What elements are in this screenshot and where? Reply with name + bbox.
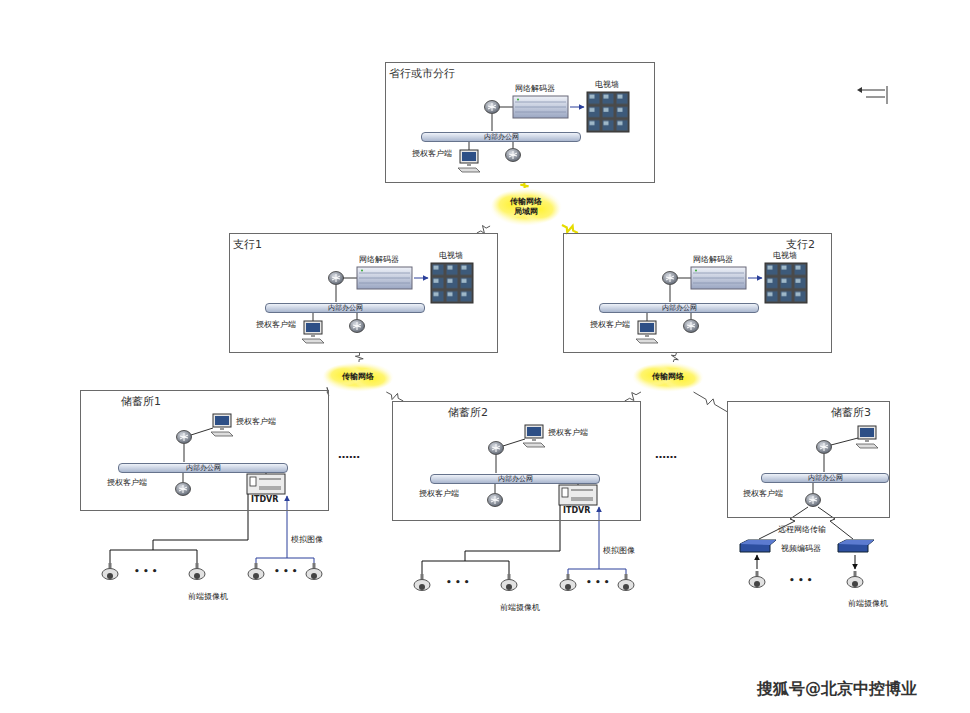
camera-label: 前端摄像机 — [500, 604, 540, 613]
device-label: ITDVR — [251, 496, 278, 505]
network-link — [694, 392, 727, 412]
lan-band: 内部办公网 — [421, 132, 581, 142]
lan-label: 内部办公网 — [328, 304, 363, 312]
region-box: 储蓄所1 内部办公网 — [80, 390, 329, 511]
client-label: 授权客户端 — [236, 418, 276, 427]
region-box: 储蓄所2 内部办公网 — [392, 401, 641, 521]
camera-label: 前端摄像机 — [848, 600, 888, 609]
lan-label: 内部办公网 — [484, 133, 519, 141]
region-heading: 储蓄所3 — [831, 405, 871, 420]
ellipsis-mark: …… — [338, 449, 360, 461]
region-heading: 支行1 — [233, 237, 262, 252]
network-link — [520, 183, 528, 188]
network-cloud: 传输网络 局域网 — [490, 188, 562, 226]
network-link — [355, 353, 363, 362]
client-label: 授权客户端 — [548, 429, 588, 438]
ellipsis-mark: • • • — [274, 567, 298, 577]
device-label: 视频编码器 — [781, 545, 821, 554]
outlet3-devices — [740, 426, 878, 588]
signal-label: 模拟图像 — [603, 547, 635, 556]
device-label: 网络解码器 — [693, 256, 733, 265]
ellipsis-mark: …… — [655, 449, 677, 461]
region-box: 储蓄所3 内部办公网 — [727, 401, 890, 518]
region-box: 支行2 内部办公网 — [563, 233, 832, 353]
outlet-devices — [414, 425, 634, 591]
cloud-puff — [322, 362, 394, 392]
client-label: 授权客户端 — [412, 150, 452, 159]
network-link — [625, 392, 641, 401]
lan-band: 内部办公网 — [599, 303, 759, 313]
device-label: ITDVR — [563, 507, 590, 516]
ellipsis-mark: • • • — [789, 576, 813, 586]
network-label: 传输网络 局域网 — [508, 197, 544, 217]
network-link — [671, 353, 678, 362]
lan-label: 内部办公网 — [186, 464, 221, 472]
network-label: 传输网络 — [340, 372, 376, 382]
ellipsis-mark: • • • — [586, 578, 610, 588]
ellipsis-mark: • • • — [446, 578, 470, 588]
device-label: 网络解码器 — [359, 256, 399, 265]
ellipsis-mark: • • • — [134, 567, 158, 577]
region-box: 支行1 内部办公网 — [229, 233, 498, 353]
watermark: 搜狐号@北京中控博业 — [757, 680, 917, 698]
network-cloud: 传输网络 — [322, 362, 394, 392]
region-heading: 储蓄所1 — [121, 394, 161, 409]
lan-label: 内部办公网 — [662, 304, 697, 312]
network-cloud: 传输网络 — [632, 362, 704, 392]
network-link — [386, 392, 403, 401]
lan-label: 内部办公网 — [498, 475, 533, 483]
lan-band: 内部办公网 — [118, 463, 288, 473]
client-label: 授权客户端 — [419, 490, 459, 499]
network-label: 传输网络 — [650, 372, 686, 382]
client-label: 授权客户端 — [107, 479, 147, 488]
device-label: 电视墙 — [439, 252, 463, 261]
client-label: 授权客户端 — [256, 321, 296, 330]
corner-icon — [857, 86, 887, 104]
region-heading: 储蓄所2 — [448, 405, 488, 420]
network-link — [562, 225, 578, 233]
lan-band: 内部办公网 — [430, 474, 600, 484]
cloud-puff — [490, 188, 562, 226]
client-label: 授权客户端 — [743, 490, 783, 499]
device-label: 电视墙 — [595, 81, 619, 90]
outlet-devices — [102, 414, 322, 580]
region-heading: 支行2 — [786, 237, 815, 252]
device-label: 网络解码器 — [515, 85, 555, 94]
link-label: 远程网络传输 — [778, 526, 826, 535]
client-label: 授权客户端 — [590, 321, 630, 330]
signal-label: 模拟图像 — [291, 536, 323, 545]
lan-band: 内部办公网 — [265, 303, 425, 313]
lan-band: 内部办公网 — [761, 473, 889, 483]
region-heading: 省行或市分行 — [389, 66, 455, 81]
device-label: 电视墙 — [773, 252, 797, 261]
camera-label: 前端摄像机 — [188, 593, 228, 602]
lan-label: 内部办公网 — [808, 474, 843, 482]
cloud-puff — [632, 362, 704, 392]
